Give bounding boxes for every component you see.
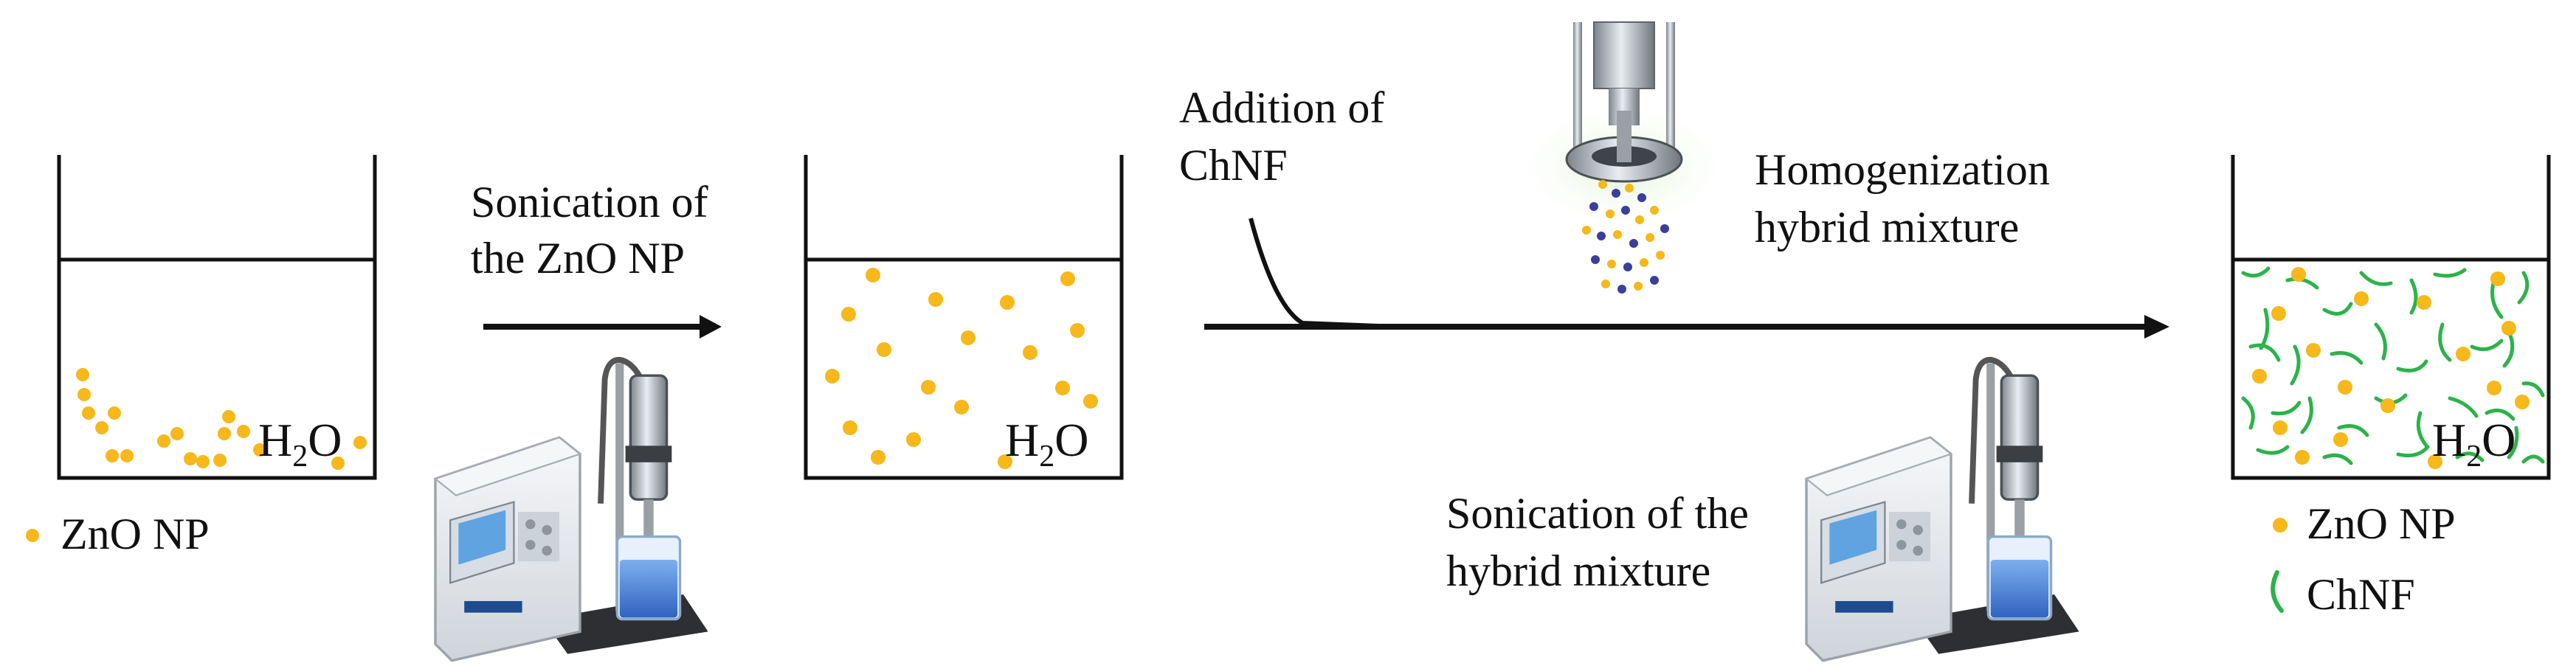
zno-particles-dispersed (825, 268, 1098, 469)
beaker-zno-water: H2O (57, 155, 377, 480)
sonication-hybrid-line2: hybrid mixture (1446, 547, 1710, 595)
zno-particles-settled (76, 368, 367, 470)
sonication-hybrid-line1: Sonication of the (1446, 489, 1749, 538)
legend-right: ZnO NP ChNF (2271, 499, 2456, 619)
addition-label-line2: ChNF (1179, 141, 1288, 190)
homogenizer-device (1513, 21, 1734, 294)
homogenization-label-line2: hybrid mixture (1755, 203, 2019, 252)
nanoparticle-spray (1582, 180, 1669, 294)
step-addition-chnf: Addition of ChNF (1179, 83, 2169, 339)
zno-legend-dot (2273, 518, 2287, 533)
sonicator-device-1 (435, 360, 708, 661)
legend-chnf-label: ChNF (2307, 570, 2415, 619)
solvent-label: H2O (258, 414, 342, 474)
legend-zno-label: ZnO NP (2307, 499, 2456, 548)
zno-particles-hybrid (2252, 267, 2530, 469)
beaker-zno-dispersed: H2O (804, 155, 1124, 480)
step-homogenization: Homogenization hybrid mixture (1755, 145, 2050, 252)
homogenization-label-line1: Homogenization (1755, 145, 2050, 194)
step-label-line2: the ZnO NP (471, 234, 685, 282)
chnf-legend-fiber (2271, 570, 2284, 613)
addition-label-line1: Addition of (1179, 83, 1384, 132)
zno-legend-dot (26, 529, 39, 542)
step-label-line1: Sonication of (471, 178, 708, 226)
sonicator-device-2 (1806, 360, 2079, 661)
arrow-head (2144, 315, 2169, 339)
step-sonication-hybrid: Sonication of the hybrid mixture (1446, 489, 1749, 595)
beaker-hybrid-mixture: H2O (2231, 155, 2551, 480)
addition-curve (1249, 218, 1379, 328)
solvent-label: H2O (1005, 414, 1088, 474)
solvent-label: H2O (2432, 414, 2515, 474)
arrow-head (700, 315, 722, 339)
step-sonication-zno: Sonication of the ZnO NP (471, 178, 722, 339)
legend-zno-label: ZnO NP (61, 510, 210, 558)
legend-zno-left: ZnO NP (26, 510, 210, 558)
